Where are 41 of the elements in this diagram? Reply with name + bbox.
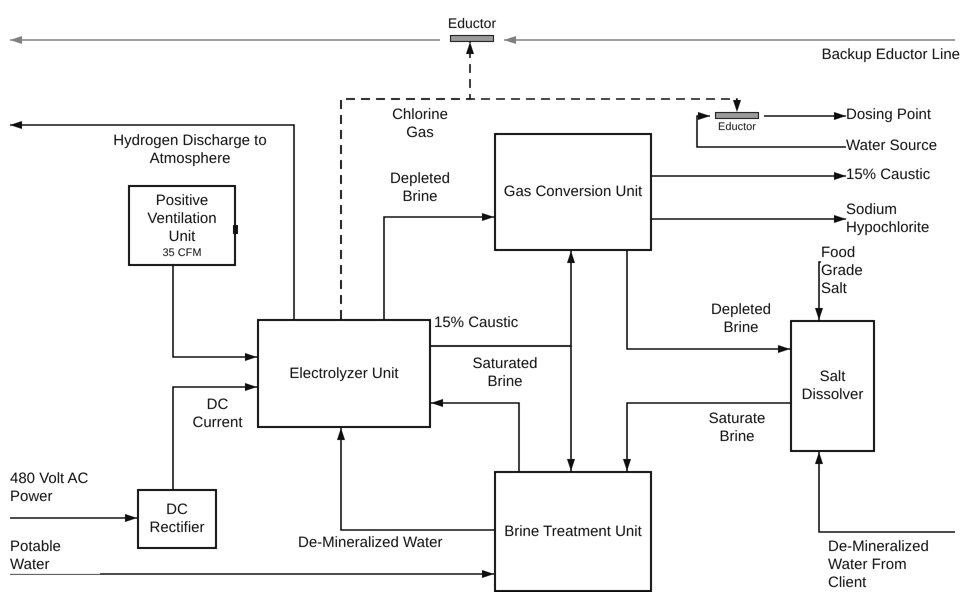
process-box [257, 319, 431, 428]
process-box [137, 489, 217, 549]
flow-arrow [10, 514, 137, 522]
box-title: Brine Treatment Unit [504, 522, 642, 540]
process-box [494, 133, 652, 251]
process-box [790, 320, 875, 452]
box-title: Positive Ventilation Unit [146, 192, 218, 246]
box-title: DC Rectifier [148, 501, 206, 537]
box-note: 35 CFM [162, 246, 202, 260]
stream-label: Water Source [846, 137, 964, 155]
dashed-arrow [340, 98, 741, 319]
stream-label: Food Grade Salt [821, 244, 881, 298]
stream-label: 15% Caustic [846, 166, 964, 184]
flow-arrow [623, 402, 790, 471]
flow-arrow [696, 112, 846, 148]
process-box [494, 471, 652, 592]
box-title: Salt Dissolver [800, 368, 864, 404]
flow-arrow [652, 172, 846, 180]
box-title: Electrolyzer Unit [289, 364, 399, 382]
flow-arrow [10, 121, 295, 319]
flow-arrow [504, 36, 955, 44]
eductor-label: Eductor [718, 121, 756, 134]
flow-arrow [815, 452, 955, 533]
flow-arrow [815, 261, 823, 320]
flow-arrow [337, 428, 494, 531]
stream-label: Dosing Point [846, 106, 964, 124]
flow-arrow [431, 345, 575, 471]
eductor-label: Eductor [448, 15, 496, 32]
flow-arrow [10, 36, 440, 44]
flow-arrow [172, 266, 257, 361]
flow-arrow [10, 570, 494, 578]
flow-arrow [652, 215, 846, 223]
flow-arrow [431, 399, 520, 471]
flow-arrow [764, 112, 846, 120]
flow-arrow [626, 251, 790, 353]
flow-arrow [383, 213, 494, 319]
process-box [128, 185, 236, 266]
stream-label: Sodium Hypochlorite [846, 201, 964, 237]
flow-arrow [172, 383, 257, 489]
box-title: Gas Conversion Unit [504, 183, 642, 201]
edge-label: Potable Water [10, 538, 100, 574]
